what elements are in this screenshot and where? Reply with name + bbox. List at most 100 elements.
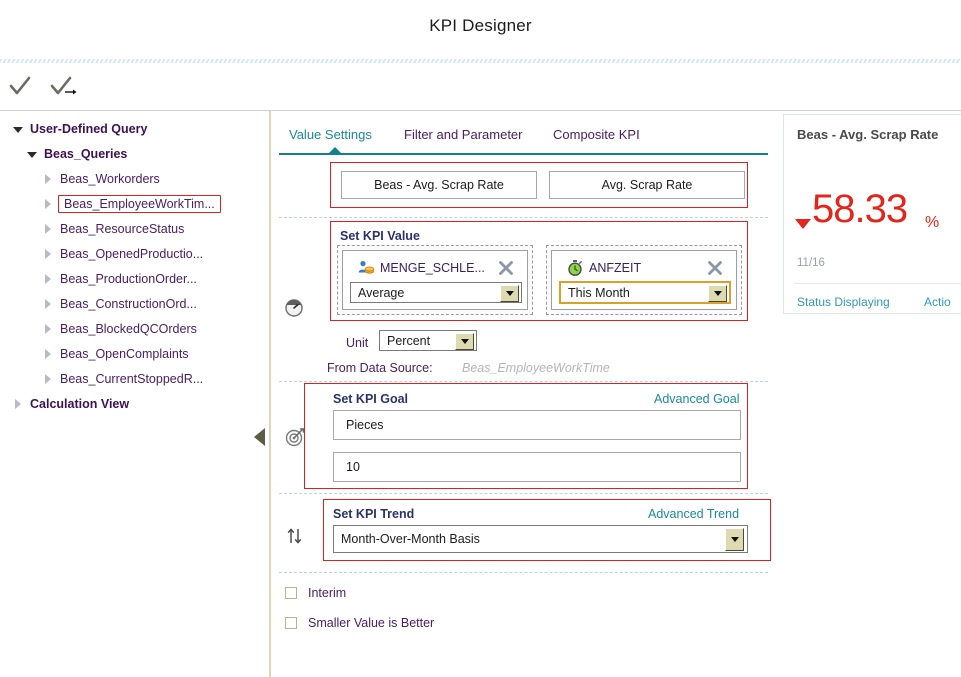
kpi-trend-section-title: Set KPI Trend [333, 507, 415, 521]
sidebar-item-label: Beas_CurrentStoppedR... [60, 372, 204, 386]
sidebar-item-beas-currentstoppedr[interactable]: Beas_CurrentStoppedR... [40, 369, 203, 389]
advanced-goal-link[interactable]: Advanced Goal [654, 392, 740, 406]
target-icon [284, 426, 306, 448]
kpi-goal-section-title: Set KPI Goal [333, 392, 409, 406]
sidebar-item-beas-queries[interactable]: Beas_Queries [24, 144, 127, 164]
sidebar-item-user-defined-query[interactable]: User-Defined Query [10, 119, 147, 139]
sidebar-item-calculation-view[interactable]: Calculation View [10, 394, 129, 414]
preview-title: Beas - Avg. Scrap Rate [797, 127, 939, 142]
sidebar-item-beas-workorders[interactable]: Beas_Workorders [40, 169, 160, 189]
smaller-better-checkbox[interactable] [285, 617, 297, 629]
sidebar-item-label: Calculation View [30, 397, 130, 411]
goal-unit-input[interactable] [333, 410, 741, 440]
expand-triangle-down-icon[interactable] [10, 121, 26, 137]
tab-bar: Value Settings Filter and Parameter Comp… [271, 123, 776, 155]
title-bar: KPI Designer [0, 0, 961, 59]
interim-checkbox[interactable] [285, 587, 297, 599]
expand-triangle-right-icon[interactable] [40, 246, 56, 262]
interim-checkbox-row[interactable]: Interim [285, 586, 346, 600]
kpi-short-name-input[interactable] [549, 171, 745, 199]
sidebar-item-label: Beas_BlockedQCOrders [60, 322, 197, 336]
expand-triangle-right-icon[interactable] [40, 221, 56, 237]
kpi-name-highlight-box [330, 162, 748, 208]
advanced-trend-link[interactable]: Advanced Trend [648, 507, 740, 521]
expand-triangle-right-icon[interactable] [40, 346, 56, 362]
interim-label: Interim [308, 586, 347, 600]
preview-unit-symbol: % [925, 214, 940, 231]
sidebar-item-label: Beas_Workorders [60, 172, 160, 186]
unit-dropdown-arrow[interactable] [455, 333, 474, 350]
kpi-goal-highlight-box [304, 383, 748, 489]
unit-select[interactable]: Percent [379, 330, 477, 351]
aggregation-select[interactable]: Average [350, 282, 522, 303]
goal-target-input[interactable] [333, 452, 741, 482]
time-chip-header: ANFZEIT [552, 257, 736, 279]
kpi-name-input[interactable] [341, 171, 537, 199]
aggregation-value: Average [358, 285, 405, 300]
time-period-select[interactable]: This Month [559, 281, 731, 304]
sidebar-item-beas-constructionord[interactable]: Beas_ConstructionOrd... [40, 294, 197, 314]
trend-basis-select[interactable]: Month-Over-Month Basis [333, 525, 748, 553]
smaller-better-label: Smaller Value is Better [308, 616, 435, 630]
tab-filter-and-parameter[interactable]: Filter and Parameter [404, 127, 523, 142]
expand-triangle-right-icon[interactable] [40, 321, 56, 337]
sidebar-item-label: Beas_Queries [44, 147, 128, 161]
confirm-and-next-icon[interactable] [48, 73, 82, 101]
remove-measure-icon[interactable] [497, 259, 515, 277]
expand-triangle-right-icon[interactable] [40, 371, 56, 387]
time-period-value: This Month [568, 285, 630, 300]
unit-value: Percent [387, 333, 431, 348]
expand-triangle-right-icon[interactable] [40, 271, 56, 287]
measure-chip[interactable]: MENGE_SCHLE... Average [342, 250, 528, 310]
trend-basis-value: Month-Over-Month Basis [341, 532, 480, 546]
sidebar-item-label: Beas_ConstructionOrd... [60, 297, 197, 311]
expand-triangle-right-icon[interactable] [10, 396, 26, 412]
stopwatch-icon [566, 259, 584, 277]
kpi-value-highlight-box [330, 221, 748, 321]
gauge-icon [283, 297, 305, 319]
measure-chip-name: MENGE_SCHLE... [380, 261, 485, 275]
sidebar-item-beas-resourcestatus[interactable]: Beas_ResourceStatus [40, 219, 184, 239]
kpi-preview-panel: Beas - Avg. Scrap Rate 58.33 % 11/16 - S… [776, 111, 961, 677]
tab-value-settings[interactable]: Value Settings [289, 127, 372, 142]
toolbar [0, 63, 961, 110]
collapse-sidebar-arrow[interactable] [254, 428, 265, 446]
section-divider-1 [279, 217, 768, 218]
sidebar-item-label: Beas_ProductionOrder... [60, 272, 197, 286]
expand-triangle-down-icon[interactable] [24, 146, 40, 162]
remove-time-icon[interactable] [706, 259, 724, 277]
data-source-value: Beas_EmployeeWorkTime [462, 361, 610, 375]
active-tab-caret [329, 147, 341, 153]
preview-date: 11/16 [797, 257, 825, 269]
confirm-check-icon[interactable] [6, 73, 40, 101]
sidebar-item-beas-openedproductio[interactable]: Beas_OpenedProductio... [40, 244, 203, 264]
sidebar-item-beas-employeeworktim[interactable]: Beas_EmployeeWorkTim... [40, 194, 221, 214]
smaller-better-checkbox-row[interactable]: Smaller Value is Better [285, 616, 434, 630]
kpi-value-section-title: Set KPI Value [340, 229, 420, 243]
preview-value: 58.33 [812, 187, 908, 231]
trend-arrows-icon [284, 525, 306, 547]
tab-composite-kpi[interactable]: Composite KPI [553, 127, 640, 142]
time-chip-name: ANFZEIT [589, 261, 642, 275]
action-link[interactable]: Actio [924, 295, 951, 309]
expand-triangle-right-icon[interactable] [40, 196, 56, 212]
measure-chip-header: MENGE_SCHLE... [343, 257, 527, 279]
data-source-label: From Data Source: [327, 361, 433, 375]
sidebar-item-label: Beas_EmployeeWorkTim... [58, 195, 221, 213]
aggregation-dropdown-arrow[interactable] [500, 285, 519, 302]
sidebar-item-beas-opencomplaints[interactable]: Beas_OpenComplaints [40, 344, 189, 364]
title-divider [0, 59, 961, 63]
kpi-preview-card: Beas - Avg. Scrap Rate 58.33 % 11/16 - S… [783, 114, 961, 314]
expand-triangle-right-icon[interactable] [40, 171, 56, 187]
sidebar-item-beas-productionorder[interactable]: Beas_ProductionOrder... [40, 269, 197, 289]
time-chip[interactable]: ANFZEIT This Month [551, 250, 737, 310]
expand-triangle-right-icon[interactable] [40, 296, 56, 312]
tab-underline [279, 153, 768, 155]
sidebar-item-beas-blockedqcorders[interactable]: Beas_BlockedQCOrders [40, 319, 197, 339]
status-displaying-link[interactable]: Status Displaying [797, 295, 890, 309]
trend-basis-dropdown-arrow[interactable] [725, 528, 744, 551]
time-period-dropdown-arrow[interactable] [708, 285, 727, 302]
section-divider-4 [279, 572, 768, 573]
section-divider-3 [279, 493, 768, 494]
